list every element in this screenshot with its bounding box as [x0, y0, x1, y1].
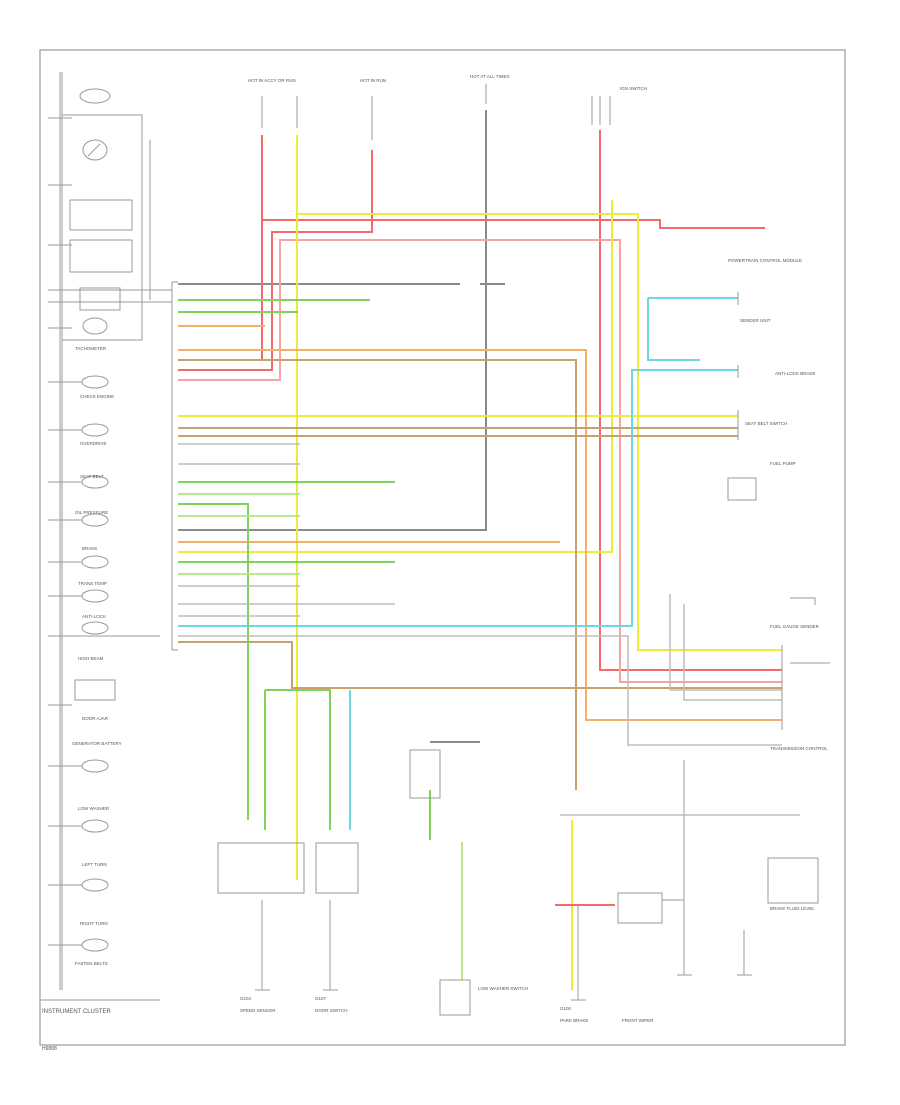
components [217, 477, 819, 1016]
wire-tan [178, 359, 782, 790]
top-label-2: HOT AT ALL TIMES [470, 74, 510, 79]
cluster-label-7: ANTI-LOCK [82, 614, 106, 619]
cluster-label-2: OVERDRIVE [80, 441, 107, 446]
right-label-7: BRAKE FLUID LEVEL [770, 906, 815, 911]
wire-gray [178, 110, 505, 743]
bottom-label-7: G100 [560, 1006, 572, 1011]
cluster-pin-ticks [48, 117, 172, 946]
top-label-1: HOT IN RUN [360, 78, 386, 83]
grounds [255, 974, 752, 1001]
bottom-label-1: DOOR SWITCH [315, 1008, 348, 1013]
bottom-label-3: LOW WASHER SWITCH [478, 986, 528, 991]
right-label-5: FUEL GAUGE SENDER [770, 624, 820, 629]
cluster-label-9: DOOR AJAR [82, 716, 109, 721]
cluster-label-1: CHECK ENGINE [80, 394, 114, 399]
top-label-3: IGN SWITCH [620, 86, 647, 91]
cluster-label-10: GENERATOR BATTERY [72, 741, 122, 746]
right-label-3: SEAT BELT SWITCH [745, 421, 787, 426]
right-connector [737, 292, 830, 730]
wire-orange [178, 325, 782, 721]
cluster-label-11: LOW WASHER [78, 806, 110, 811]
cluster-connector [171, 281, 178, 651]
wire-yellow [178, 135, 782, 990]
cluster-label-0: TACHOMETER [75, 346, 107, 351]
cluster-label-3: SEAT BELT [80, 474, 104, 479]
cluster-label-13: RIGHT TURN [80, 921, 108, 926]
footer-left-label: INSTRUMENT CLUSTER [42, 1009, 112, 1015]
right-label-6: TRANSMISSION CONTROL [770, 746, 828, 751]
bottom-label-0: SPEED SENSOR [240, 1008, 276, 1013]
cluster-label-12: LEFT TURN [82, 862, 107, 867]
wire-green [178, 299, 431, 840]
right-label-0: POWERTRAIN CONTROL MODULE [728, 258, 802, 263]
right-label-2: ANTI-LOCK BRAKE [775, 371, 816, 376]
cluster-label-6: TRANS TEMP [78, 581, 107, 586]
footer-code-label: H9888 [42, 1046, 57, 1052]
top-label-0: HOT IN ACCY OR RUN [248, 78, 296, 83]
bottom-label-6: G107 [315, 996, 327, 1001]
wire-red [178, 130, 782, 671]
bottom-label-4: FRONT WIPER [622, 1018, 654, 1023]
right-label-1: SENDER UNIT [740, 318, 771, 323]
wire-lightgreen [178, 493, 463, 980]
right-label-4: FUEL PUMP [770, 461, 796, 466]
diagram-frame [39, 49, 846, 1046]
bottom-label-2: PARK BRAKE [560, 1018, 588, 1023]
instrument-cluster [40, 72, 160, 1001]
wire-pink [178, 239, 782, 683]
cluster-label-5: BRAKE [82, 546, 97, 551]
fuses [261, 84, 611, 140]
wire-cyan [178, 297, 738, 830]
cluster-label-8: HIGH BEAM [78, 656, 104, 661]
wire-white [178, 443, 800, 1000]
cluster-label-4: OIL PRESSURE [75, 510, 108, 515]
bottom-label-5: G104 [240, 996, 252, 1001]
cluster-label-14: FASTEN BELTS [75, 961, 108, 966]
cluster-gauges [69, 88, 133, 335]
